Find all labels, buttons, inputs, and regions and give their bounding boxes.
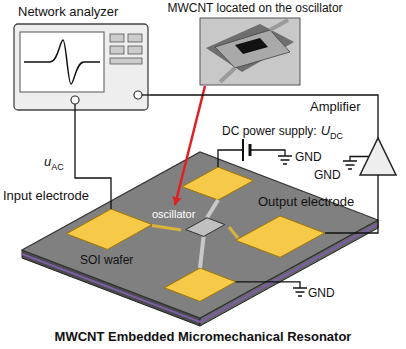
- oscillator-plate: [186, 218, 225, 237]
- node-illustration: [160, 2, 350, 90]
- supply-label: DC power supply:: [222, 124, 317, 138]
- wire: [218, 150, 243, 167]
- electrode-label: Output electrode: [258, 195, 354, 210]
- analyzer-illustration: [12, 4, 150, 112]
- ground-label: GND: [314, 168, 341, 182]
- input-pad: Input electrode: [66, 209, 152, 250]
- oscillator-node: oscillator: [150, 205, 228, 241]
- wire: [250, 150, 285, 156]
- closeup-panel: MWCNT located on the oscillator: [160, 2, 350, 86]
- amplifier-node: Amplifier: [310, 100, 400, 178]
- electrode-pad: [67, 209, 153, 249]
- label-row: DC power supply: UDC: [222, 121, 343, 142]
- label-row: GND: [308, 283, 335, 301]
- electrode-pad: [182, 167, 253, 200]
- battery-symbol: [242, 139, 244, 161]
- ground-label: GND: [308, 286, 335, 300]
- electrode-pad: [164, 268, 235, 301]
- label-row: uAC: [44, 152, 64, 173]
- ground-symbol: [343, 161, 357, 169]
- label-row: GND: [295, 147, 322, 165]
- wire: [236, 282, 300, 288]
- amplifier-title: Amplifier: [310, 100, 400, 115]
- electrode-finger: [229, 227, 238, 238]
- support-beam: [200, 236, 204, 268]
- electrode-label: Input electrode: [3, 189, 89, 204]
- oscillator-label: oscillator: [152, 208, 195, 221]
- voltage-subscript: AC: [51, 162, 64, 172]
- output-pad: Output electrode: [235, 216, 325, 258]
- ground-symbol: [278, 156, 292, 164]
- node-illustration: [12, 4, 150, 116]
- closeup-title: MWCNT located on the oscillator: [160, 2, 350, 16]
- electrode-finger: [152, 226, 181, 231]
- voltage-subscript: DC: [330, 131, 343, 141]
- voltage-symbol: U: [321, 123, 330, 138]
- electrode-pad: [236, 216, 325, 257]
- voltage-symbol: u: [44, 154, 51, 169]
- analyzer-title: Network analyzer: [12, 4, 150, 20]
- figure-caption: MWCNT Embedded Micromechanical Resonator: [0, 330, 406, 345]
- ground-symbol: [293, 288, 307, 296]
- label-row: GND: [314, 165, 341, 183]
- analyzer-box: Network analyzer: [12, 4, 150, 112]
- wafer-label: SOI wafer: [80, 254, 133, 268]
- ground-label: GND: [295, 150, 322, 164]
- callout-arrow: [175, 86, 205, 205]
- support-beam: [207, 200, 218, 218]
